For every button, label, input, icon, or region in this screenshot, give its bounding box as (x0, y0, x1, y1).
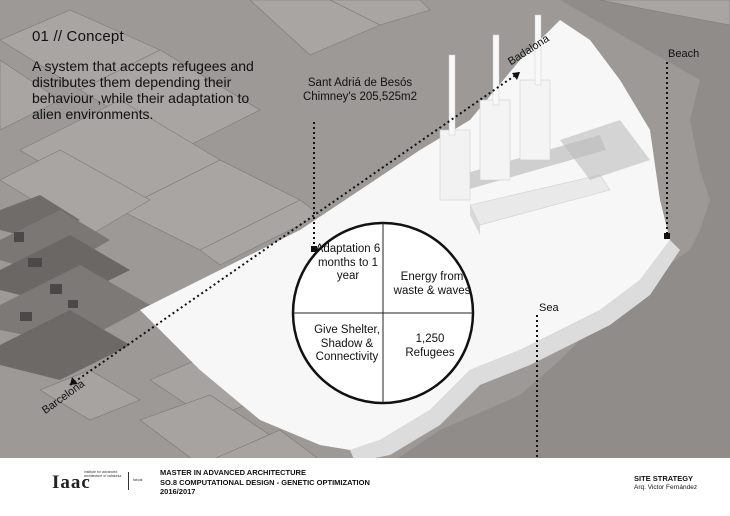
course-title: MASTER IN ADVANCED ARCHITECTURE (160, 468, 306, 477)
city-axis-line (69, 71, 521, 386)
chimney-callout-marker (311, 246, 317, 252)
city-blocks (0, 0, 730, 266)
sheet-title: SITE STRATEGY (634, 474, 694, 483)
sea-label: Sea (539, 302, 559, 314)
sea-area (300, 0, 730, 516)
beach-callout-marker (664, 233, 670, 239)
section-heading: 01 // Concept (32, 28, 124, 45)
footer: Iaac institute for advanced architecture… (0, 460, 730, 516)
iaac-logo-subtitle: institute for advanced architecture of c… (84, 470, 122, 478)
barcelona-arrowhead (70, 377, 78, 385)
footer-band (0, 458, 730, 516)
circle-quadrant-shelter: Give Shelter, Shadow & Connectivity (314, 324, 380, 363)
plateau-edge (350, 240, 680, 462)
sheet-info: SITE STRATEGY Arq. Victor Fernández (634, 474, 697, 492)
circle-quadrant-energy: Energy from waste & waves (393, 271, 471, 297)
fabcat-label: fabcat (133, 478, 143, 482)
chimney-label: Sant Adriá de Besós Chimney's 205,525m2 (302, 77, 418, 103)
circle-quadrant-adaptation: Adaptation 6 months to 1 year (315, 243, 381, 282)
circle-quadrant-refugees: 1,250 Refugees (405, 333, 455, 359)
sheet-author: Arq. Victor Fernández (634, 484, 698, 491)
industrial-blocks (0, 195, 150, 380)
course-info: MASTER IN ADVANCED ARCHITECTURE SO.8 COM… (160, 468, 370, 497)
iaac-logo: Iaac (52, 472, 91, 493)
beach-label: Beach (668, 48, 700, 60)
intro-text: A system that accepts refugees and distr… (32, 58, 254, 122)
logo-divider (128, 472, 129, 490)
badalona-arrowhead (512, 72, 520, 80)
course-module: SO.8 COMPUTATIONAL DESIGN - GENETIC OPTI… (160, 477, 370, 487)
course-year: 2016/2017 (160, 487, 196, 496)
power-station (439, 14, 650, 235)
